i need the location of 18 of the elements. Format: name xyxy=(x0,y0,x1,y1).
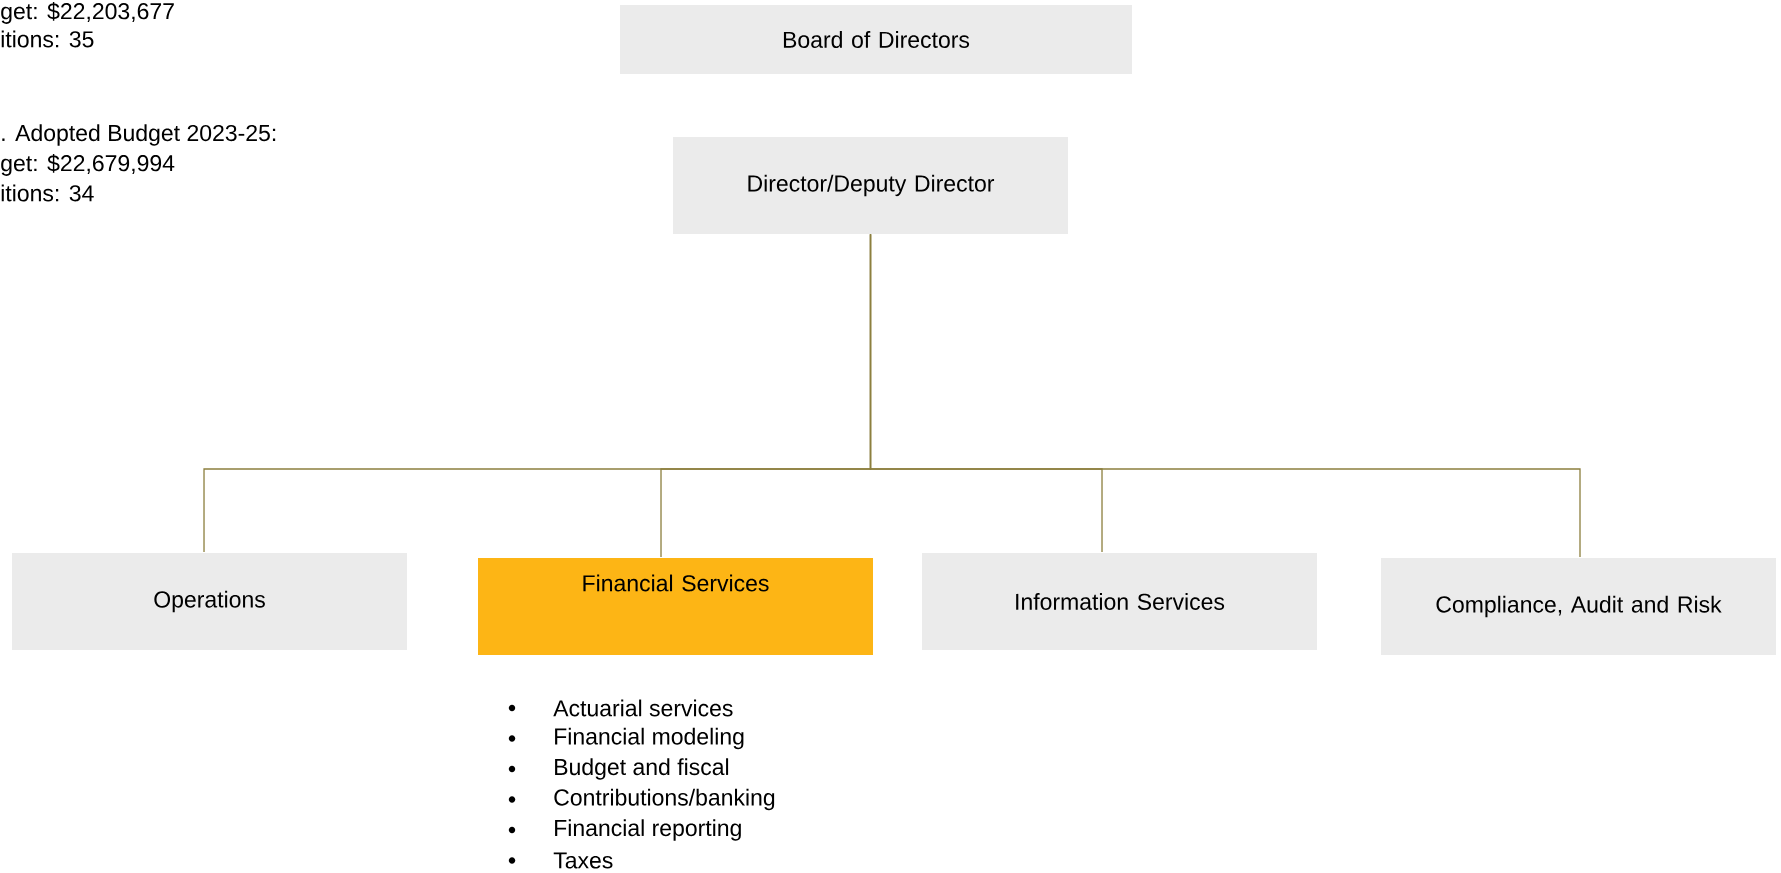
budget-note: . Adopted Budget 2023-25: xyxy=(2,124,276,146)
list-item: Financial modeling xyxy=(555,727,744,750)
list-item: Budget and fiscal xyxy=(555,758,729,780)
budget-note: itions: 35 xyxy=(1,30,94,48)
list-item: Taxes xyxy=(553,852,613,869)
list-item: Contributions/banking xyxy=(554,788,775,811)
budget-note: get: $22,203,677 xyxy=(1,2,174,24)
org-box: Operations xyxy=(12,553,407,650)
org-box: Information Services xyxy=(922,553,1317,650)
list-item: Actuarial services xyxy=(553,699,733,717)
org-box: Compliance, Audit and Risk xyxy=(1381,558,1776,655)
org-box: Board of Directors xyxy=(620,5,1132,74)
org-box: Financial Services xyxy=(478,558,873,655)
list-item: Financial reporting xyxy=(555,819,741,841)
budget-note: get: $22,679,994 xyxy=(1,154,175,176)
connector-line xyxy=(869,233,1581,558)
budget-note: itions: 34 xyxy=(1,184,94,202)
org-box: Director/Deputy Director xyxy=(673,137,1068,234)
